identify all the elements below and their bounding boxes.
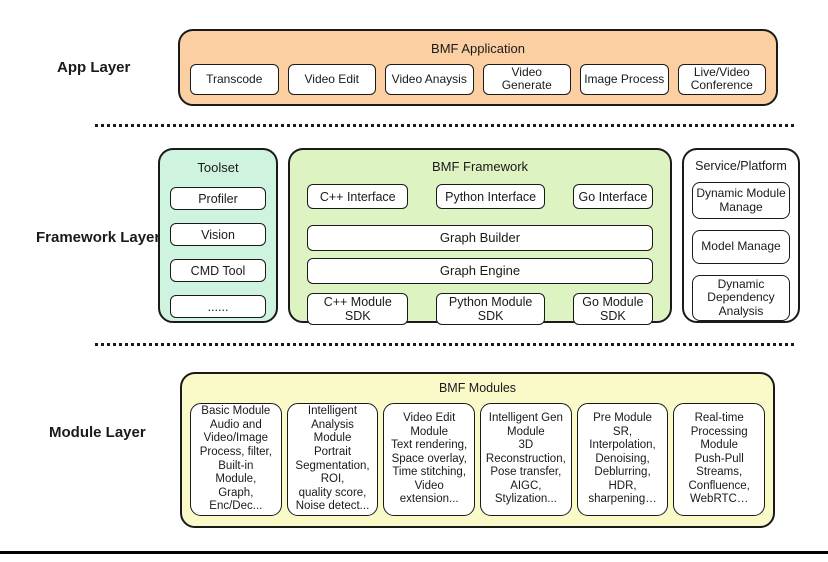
service-item-dynamic-dependency-analysis: Dynamic Dependency Analysis — [692, 275, 790, 321]
divider-app-framework — [95, 124, 795, 127]
toolset-item-more: ...... — [170, 295, 266, 318]
module-item-pre: Pre Module SR, Interpolation, Denoising,… — [576, 403, 669, 516]
app-item-video-edit: Video Edit — [287, 64, 376, 95]
app-items-row: Transcode Video Edit Video Anaysis Video… — [190, 64, 766, 95]
app-panel-title: BMF Application — [431, 41, 525, 56]
bmf-framework-title: BMF Framework — [431, 159, 529, 174]
divider-framework-module — [95, 343, 795, 346]
module-item-video-edit: Video Edit Module Text rendering, Space … — [383, 403, 476, 516]
bmf-framework-panel: BMF Framework C++ Interface Python Inter… — [288, 148, 672, 325]
graph-engine-box: Graph Engine — [307, 258, 653, 284]
toolset-item-vision: Vision — [170, 223, 266, 246]
sdk-go: Go Module SDK — [572, 293, 653, 325]
toolset-title: Toolset — [197, 160, 239, 175]
service-platform-title: Service/Platform — [695, 159, 787, 173]
interface-cpp: C++ Interface — [307, 184, 409, 209]
service-item-dynamic-module-manage: Dynamic Module Manage — [692, 182, 790, 219]
app-item-image-process: Image Process — [580, 64, 669, 95]
sdk-row: C++ Module SDK Python Module SDK Go Modu… — [307, 293, 653, 325]
app-item-transcode: Transcode — [190, 64, 279, 95]
toolset-panel: Toolset Profiler Vision CMD Tool ...... — [158, 148, 278, 323]
graph-builder-box: Graph Builder — [307, 225, 653, 251]
service-platform-panel: Service/Platform Dynamic Module Manage M… — [682, 148, 800, 323]
app-item-live-video-conference: Live/Video Conference — [677, 64, 766, 95]
interface-row: C++ Interface Python Interface Go Interf… — [307, 184, 653, 209]
module-item-intelligent-analysis: Intelligent Analysis Module Portrait Seg… — [286, 403, 379, 516]
sdk-cpp: C++ Module SDK — [307, 293, 409, 325]
app-item-video-anaysis: Video Anaysis — [385, 64, 474, 95]
bmf-modules-title: BMF Modules — [438, 381, 517, 395]
bottom-divider — [0, 551, 828, 554]
app-layer-label: App Layer — [57, 59, 131, 76]
module-items-row: Basic Module Audio and Video/Image Proce… — [190, 403, 766, 516]
module-item-basic: Basic Module Audio and Video/Image Proce… — [190, 403, 282, 516]
interface-go: Go Interface — [572, 184, 653, 209]
interface-python: Python Interface — [436, 184, 545, 209]
module-item-realtime: Real-time Processing Module Push-Pull St… — [673, 403, 766, 516]
module-item-intelligent-gen: Intelligent Gen Module 3D Reconstruction… — [480, 403, 572, 516]
bmf-modules-panel: BMF Modules Basic Module Audio and Video… — [180, 372, 775, 528]
toolset-item-cmd-tool: CMD Tool — [170, 259, 266, 282]
sdk-python: Python Module SDK — [436, 293, 545, 325]
service-item-model-manage: Model Manage — [692, 230, 790, 264]
app-item-video-generate: Video Generate — [482, 64, 571, 95]
app-layer-panel: BMF Application Transcode Video Edit Vid… — [178, 29, 778, 106]
toolset-item-profiler: Profiler — [170, 187, 266, 210]
module-layer-label: Module Layer — [49, 424, 146, 441]
framework-layer-label: Framework Layer — [36, 229, 161, 246]
